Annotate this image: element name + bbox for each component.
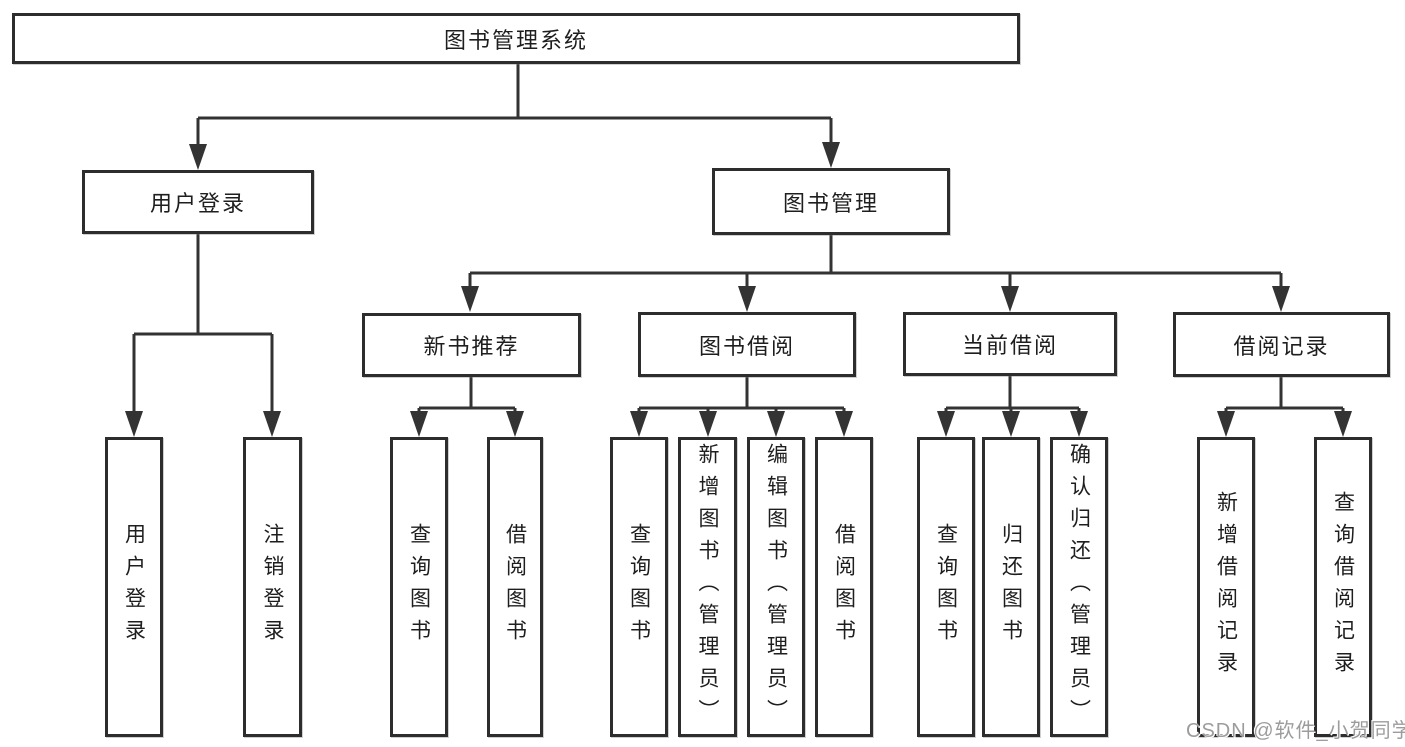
arrow-down-icon — [630, 411, 648, 437]
arrow-down-icon — [263, 411, 281, 437]
arrow-down-icon — [1217, 411, 1235, 437]
node-current-borrowing: 当前借阅 — [903, 312, 1117, 376]
arrow-down-icon — [822, 142, 840, 168]
node-new-book-recommendation: 新书推荐 — [362, 313, 581, 377]
connector-root-to-level1 — [189, 64, 840, 170]
connector-book-management-level2 — [461, 235, 1290, 312]
node-query-books-current: 查询图书 — [917, 437, 975, 737]
connector-user-login-children — [125, 234, 281, 437]
arrow-down-icon — [125, 411, 143, 437]
arrow-down-icon — [937, 411, 955, 437]
connector-borrow-records-children — [1217, 377, 1352, 437]
node-query-books-borrowing: 查询图书 — [610, 437, 668, 737]
node-edit-book-admin: 编辑图书（管理员） — [747, 437, 805, 737]
node-book-borrowing: 图书借阅 — [638, 312, 856, 377]
node-confirm-return-admin: 确认归还（管理员） — [1050, 437, 1108, 737]
arrow-down-icon — [461, 286, 479, 312]
connector-new-book-children — [410, 377, 524, 437]
node-query-borrow-record: 查询借阅记录 — [1314, 437, 1372, 737]
node-return-books: 归还图书 — [982, 437, 1040, 737]
arrow-down-icon — [506, 411, 524, 437]
arrow-down-icon — [1272, 286, 1290, 312]
arrow-down-icon — [835, 411, 853, 437]
arrow-down-icon — [738, 286, 756, 312]
connector-book-borrow-children — [630, 377, 853, 437]
node-add-borrow-record: 新增借阅记录 — [1197, 437, 1255, 737]
node-borrow-books-recommend: 借阅图书 — [487, 437, 543, 737]
arrow-down-icon — [1002, 411, 1020, 437]
node-logout: 注销登录 — [243, 437, 302, 737]
connector-current-borrow-children — [937, 376, 1088, 437]
arrow-down-icon — [1070, 411, 1088, 437]
arrow-down-icon — [767, 411, 785, 437]
node-add-book-admin: 新增图书（管理员） — [678, 437, 737, 737]
arrow-down-icon — [1001, 286, 1019, 312]
node-library-system: 图书管理系统 — [12, 13, 1020, 64]
node-borrow-books-borrowing: 借阅图书 — [815, 437, 873, 737]
node-user-login-leaf: 用户登录 — [105, 437, 163, 737]
arrow-down-icon — [189, 144, 207, 170]
node-borrowing-records: 借阅记录 — [1173, 312, 1390, 377]
node-user-login: 用户登录 — [82, 170, 314, 234]
arrow-down-icon — [1334, 411, 1352, 437]
arrow-down-icon — [410, 411, 428, 437]
arrow-down-icon — [699, 411, 717, 437]
csdn-watermark: CSDN @软件_小贺同学 — [1186, 720, 1405, 742]
node-book-management: 图书管理 — [712, 168, 950, 235]
node-query-books-recommend: 查询图书 — [390, 437, 448, 737]
